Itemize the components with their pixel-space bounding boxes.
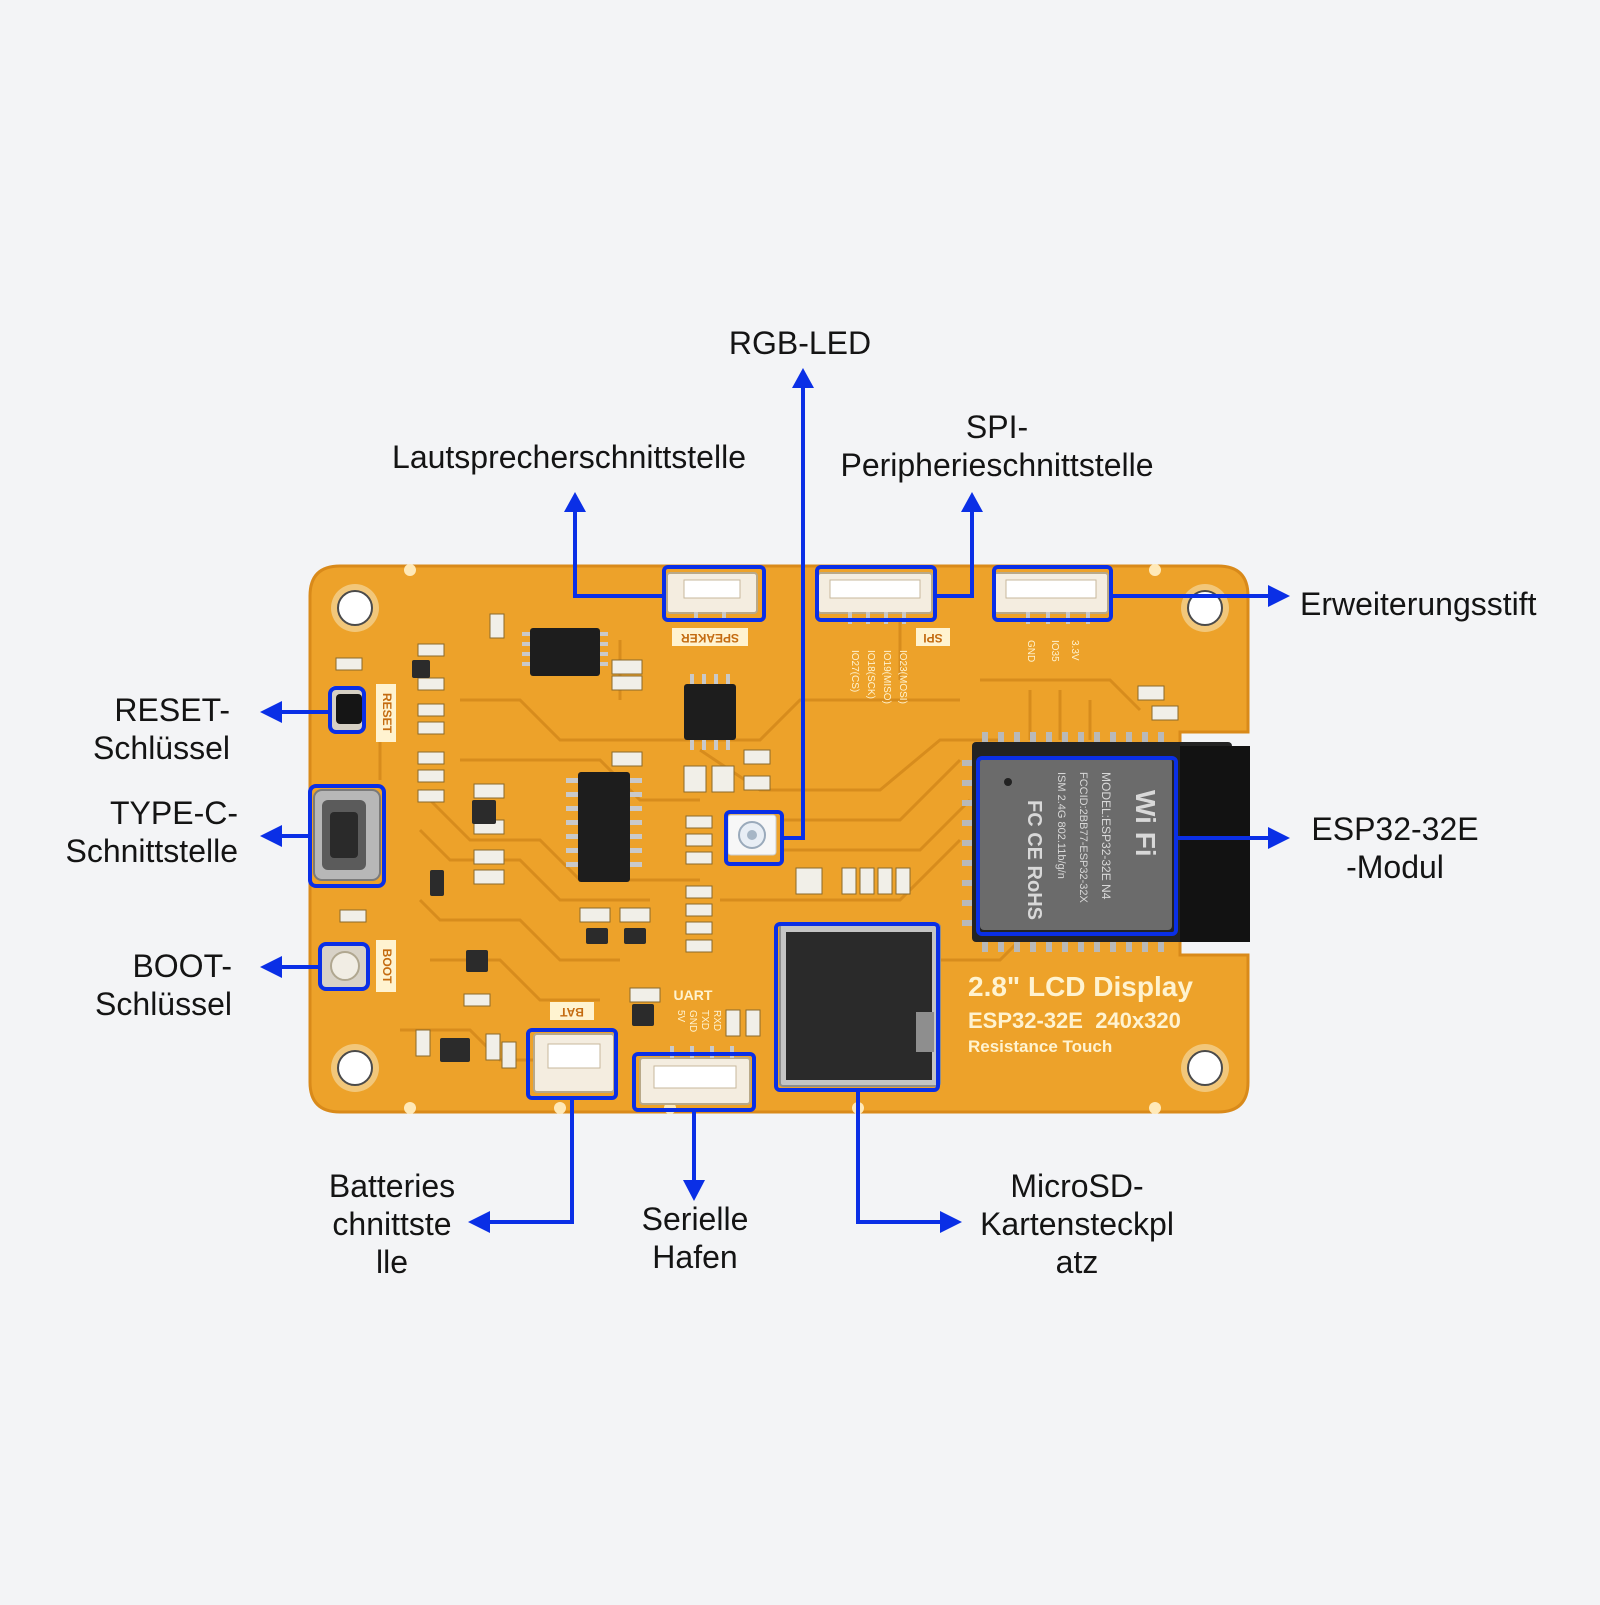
- label-typec: TYPE-C- Schnittstelle: [65, 794, 238, 870]
- leader-battery: [490, 1098, 574, 1224]
- uart-pin-label: TXD: [699, 1010, 710, 1030]
- spi-pin-label: IO27(CS): [849, 650, 860, 692]
- uart-pin-label: GND: [687, 1010, 698, 1032]
- silkscreen: SPEAKER SPI RESET BOOT BAT UART IO23(MOS…: [376, 628, 1193, 1056]
- label-speaker: Lautsprecherschnittstelle: [392, 438, 746, 476]
- label-microsd-line3: atz: [1055, 1244, 1099, 1280]
- label-spi-line2: Peripherieschnittstelle: [840, 447, 1154, 483]
- pcb-board: [308, 564, 1250, 1114]
- silk-boot: BOOT: [380, 949, 394, 984]
- board-subtitle: ESP32-32E 240x320: [968, 1008, 1181, 1033]
- microsd-slot: [779, 923, 941, 1087]
- label-battery: Batteries chnittste lle: [329, 1167, 455, 1281]
- spi-pin-label: IO18(SCK): [865, 650, 876, 699]
- label-boot-line2: Schlüssel: [95, 986, 232, 1022]
- arrow-right: [1268, 827, 1290, 849]
- label-serial-line2: Hafen: [652, 1239, 738, 1275]
- arrow-left: [260, 956, 282, 978]
- label-reset-line2: Schlüssel: [93, 730, 230, 766]
- ic-audio-amp: [684, 674, 736, 750]
- label-microsd-line2: Kartensteckpl: [980, 1206, 1174, 1242]
- esp32-module: [962, 732, 1250, 952]
- label-esp-line2: -Modul: [1346, 849, 1444, 885]
- mounting-holes: [331, 584, 1229, 1092]
- label-esp: ESP32-32E -Modul: [1311, 810, 1478, 886]
- highlight-esp: [976, 756, 1178, 936]
- label-battery-line2: chnittste: [332, 1206, 452, 1242]
- reset-button: [330, 686, 362, 730]
- arrow-left: [468, 1211, 490, 1233]
- esp-model: MODEL:ESP32-32E N4: [1099, 772, 1113, 900]
- arrow-up: [792, 368, 814, 388]
- leader-microsd: [856, 1090, 940, 1224]
- esp-fccid: FCCID:2BB77-ESP32-32X: [1077, 772, 1089, 903]
- silk-bat: BAT: [559, 1005, 583, 1019]
- silk-uart: UART: [674, 987, 713, 1003]
- usb-c-port: [313, 789, 381, 881]
- smd-passives: [335, 613, 1179, 1069]
- exp-pin-label: GND: [1025, 640, 1036, 662]
- silk-reset: RESET: [380, 693, 394, 734]
- label-rgb-led: RGB-LED: [729, 324, 871, 362]
- arrow-up: [961, 492, 983, 512]
- highlight-expansion: [992, 565, 1113, 622]
- label-boot: BOOT- Schlüssel: [95, 947, 232, 1023]
- label-esp-line1: ESP32-32E: [1311, 811, 1479, 847]
- leader-rgb-led: [782, 385, 805, 840]
- exp-pin-label: IO35: [1049, 640, 1060, 662]
- esp-marks: FC CE RoHS: [1023, 800, 1045, 920]
- arrow-right: [940, 1211, 962, 1233]
- rgb-led: [727, 814, 777, 856]
- leader-spi: [935, 510, 974, 598]
- esp-ism: ISM 2.4G 802.11b/g/n: [1055, 772, 1067, 879]
- ic-touch-controller: [522, 628, 608, 676]
- label-battery-line1: Batteries: [328, 1168, 456, 1204]
- label-expansion-text: Erweiterungsstift: [1300, 586, 1537, 622]
- board-touch: Resistance Touch: [968, 1037, 1112, 1056]
- label-typec-line2: Schnittstelle: [65, 833, 238, 869]
- leader-lines: [282, 385, 1268, 1224]
- label-expansion: Erweiterungsstift: [1300, 585, 1537, 623]
- label-serial-line1: Serielle: [641, 1201, 749, 1237]
- silk-speaker: SPEAKER: [681, 631, 739, 645]
- board-title: 2.8" LCD Display: [968, 971, 1193, 1002]
- label-reset-line1: RESET-: [114, 692, 230, 728]
- leader-speaker: [573, 510, 664, 598]
- uart-pin-label: RXD: [711, 1010, 722, 1031]
- highlight-speaker: [662, 565, 766, 622]
- label-reset: RESET- Schlüssel: [93, 691, 230, 767]
- label-rgb-led-text: RGB-LED: [728, 325, 872, 361]
- ic-usb-serial: [566, 772, 642, 882]
- label-spi: SPI- Peripherieschnittstelle: [840, 408, 1153, 484]
- esp-wifi: Wi Fi: [1130, 790, 1161, 857]
- speaker-connector: [666, 572, 758, 622]
- arrow-up: [564, 492, 586, 512]
- uart-pin-label: 5V: [675, 1010, 686, 1023]
- label-speaker-text: Lautsprecherschnittstelle: [392, 439, 746, 475]
- battery-connector: [533, 1033, 615, 1093]
- boot-button: [322, 944, 368, 988]
- silk-spi: SPI: [923, 631, 942, 645]
- spi-pin-label: IO23(MOSI): [897, 650, 908, 704]
- arrow-down: [683, 1180, 705, 1201]
- label-microsd: MicroSD- Kartensteckpl atz: [980, 1167, 1174, 1281]
- arrow-right: [1268, 585, 1290, 607]
- label-microsd-line1: MicroSD-: [1010, 1168, 1144, 1204]
- spi-pin-label: IO19(MISO): [881, 650, 892, 704]
- expansion-connector: [993, 572, 1109, 624]
- arrow-left: [260, 701, 282, 723]
- uart-connector: [639, 1046, 751, 1105]
- exp-pin-label: 3.3V: [1069, 640, 1080, 661]
- label-spi-line1: SPI-: [965, 409, 1029, 445]
- label-boot-line1: BOOT-: [132, 948, 232, 984]
- arrow-heads: [260, 368, 1290, 1233]
- arrow-left: [260, 825, 282, 847]
- highlight-spi: [815, 565, 937, 622]
- label-typec-line1: TYPE-C-: [110, 795, 238, 831]
- label-serial: Serielle Hafen: [642, 1200, 749, 1276]
- label-battery-line3: lle: [375, 1244, 408, 1280]
